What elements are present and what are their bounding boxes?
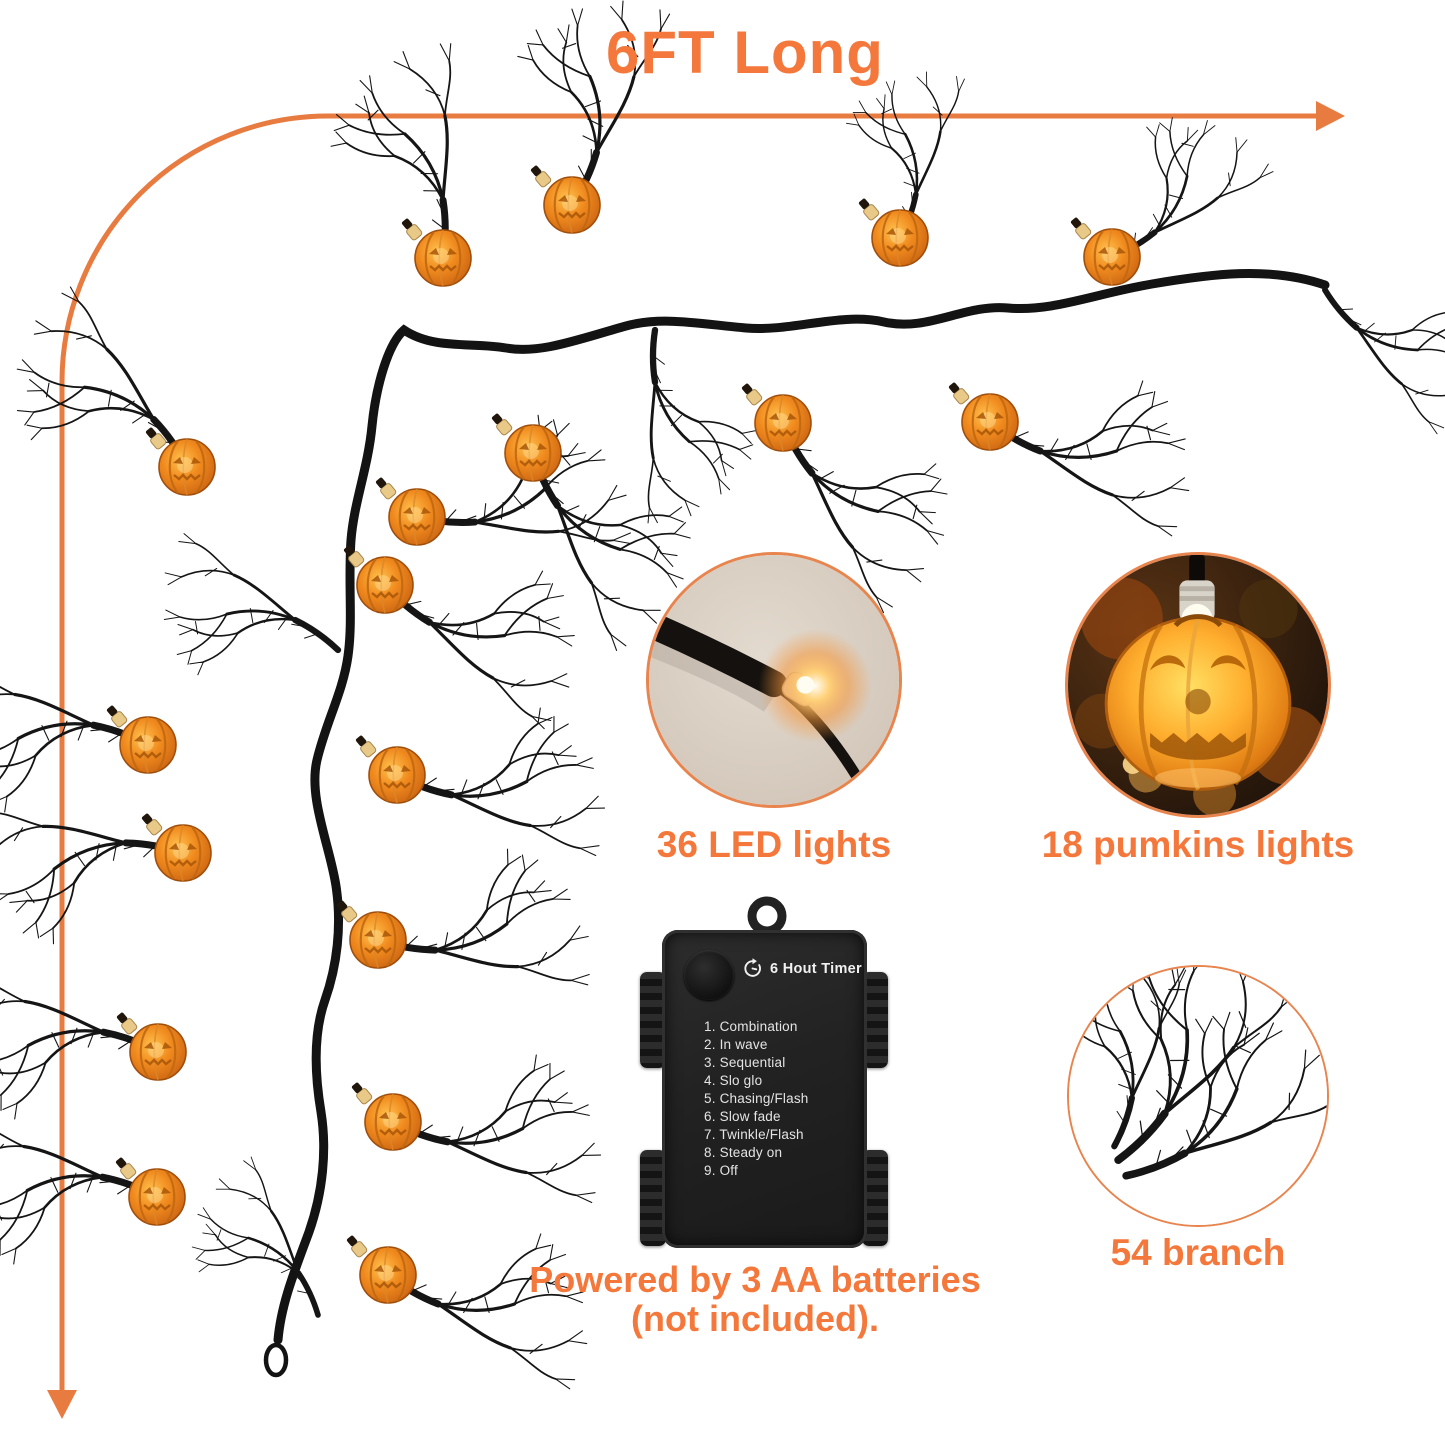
branch-twig-cluster [990, 323, 1237, 570]
pumpkin-bulb [1104, 614, 1292, 792]
pumpkin-light [112, 1154, 187, 1227]
timer-label: 6 Hout Timer [770, 960, 862, 977]
mode-item: 2. In wave [704, 1037, 768, 1052]
page-title: 6FT Long [606, 19, 884, 86]
branch-twig-cluster [417, 385, 661, 588]
pumpkin-light [103, 702, 178, 775]
mode-button[interactable] [684, 950, 734, 1000]
battery-box-hanger-ring [747, 896, 787, 936]
pumpkin-light [372, 474, 447, 547]
battery-note-line2: (not included). [631, 1298, 879, 1339]
pumpkin-light [333, 897, 408, 970]
branch-count-label: 54 branch [1110, 1232, 1286, 1273]
pumpkin-lights [103, 162, 1142, 1305]
pumpkin-wire [1189, 555, 1205, 587]
mode-item: 5. Chasing/Flash [704, 1091, 809, 1106]
length-arrow [47, 101, 1345, 1419]
pumpkin-light [352, 732, 427, 805]
pumpkin-count-label: 18 pumkins lights [1041, 824, 1355, 865]
garland-vine [273, 268, 1330, 1345]
pumpkin-light [113, 1009, 188, 1082]
mode-item: 4. Slo glo [704, 1073, 763, 1088]
battery-note: Powered by 3 AA batteries (not included)… [455, 1260, 1055, 1338]
branch-twig-cluster [179, 1150, 318, 1334]
led-count-label: 36 LED lights [656, 824, 892, 865]
mode-list: 1. Combination 2. In wave 3. Sequential 4. … [704, 1018, 809, 1180]
led-closeup-inset [646, 552, 902, 808]
battery-box-hinge-top [640, 972, 666, 1068]
pumpkin-light [945, 379, 1020, 452]
garland-hanging-loop [263, 1342, 289, 1378]
led-closeup-photo [649, 555, 899, 805]
pumpkin-light [738, 380, 813, 453]
led-glow [758, 629, 872, 743]
battery-box-hinge-bottom [640, 1150, 666, 1246]
branch-twig-cluster [121, 506, 338, 731]
pumpkin-light [398, 215, 473, 288]
pumpkin-light [343, 1232, 418, 1305]
pumpkin-light [348, 1079, 423, 1152]
arrowhead-down [47, 1390, 77, 1419]
pumpkin-light [1067, 214, 1142, 287]
branch-twig-cluster [393, 1007, 645, 1242]
battery-box: 6 Hout Timer 1. Combination 2. In wave 3. … [662, 930, 867, 1248]
mode-item: 9. Off [704, 1163, 738, 1178]
mode-item: 8. Steady on [704, 1145, 783, 1160]
mode-item: 7. Twinkle/Flash [704, 1127, 804, 1142]
battery-note-line1: Powered by 3 AA batteries [529, 1259, 981, 1300]
mode-item: 1. Combination [704, 1019, 798, 1034]
pumpkin-closeup-photo [1068, 555, 1328, 815]
branch-twig-cluster [0, 271, 187, 515]
timer-icon [744, 958, 761, 977]
mode-item: 3. Sequential [704, 1055, 786, 1070]
branch-closeup-drawing [1069, 967, 1327, 1225]
branch-twig-cluster [606, 330, 776, 544]
pumpkin-closeup-inset [1065, 552, 1331, 818]
branch-twig-cluster [0, 765, 183, 980]
mode-item: 6. Slow fade [704, 1109, 781, 1124]
pumpkin-light [855, 195, 930, 268]
branch-twig-cluster [1325, 240, 1445, 451]
branch-closeup-inset [1067, 965, 1329, 1227]
arrowhead-right [1316, 101, 1345, 131]
pumpkin-light [142, 424, 217, 497]
